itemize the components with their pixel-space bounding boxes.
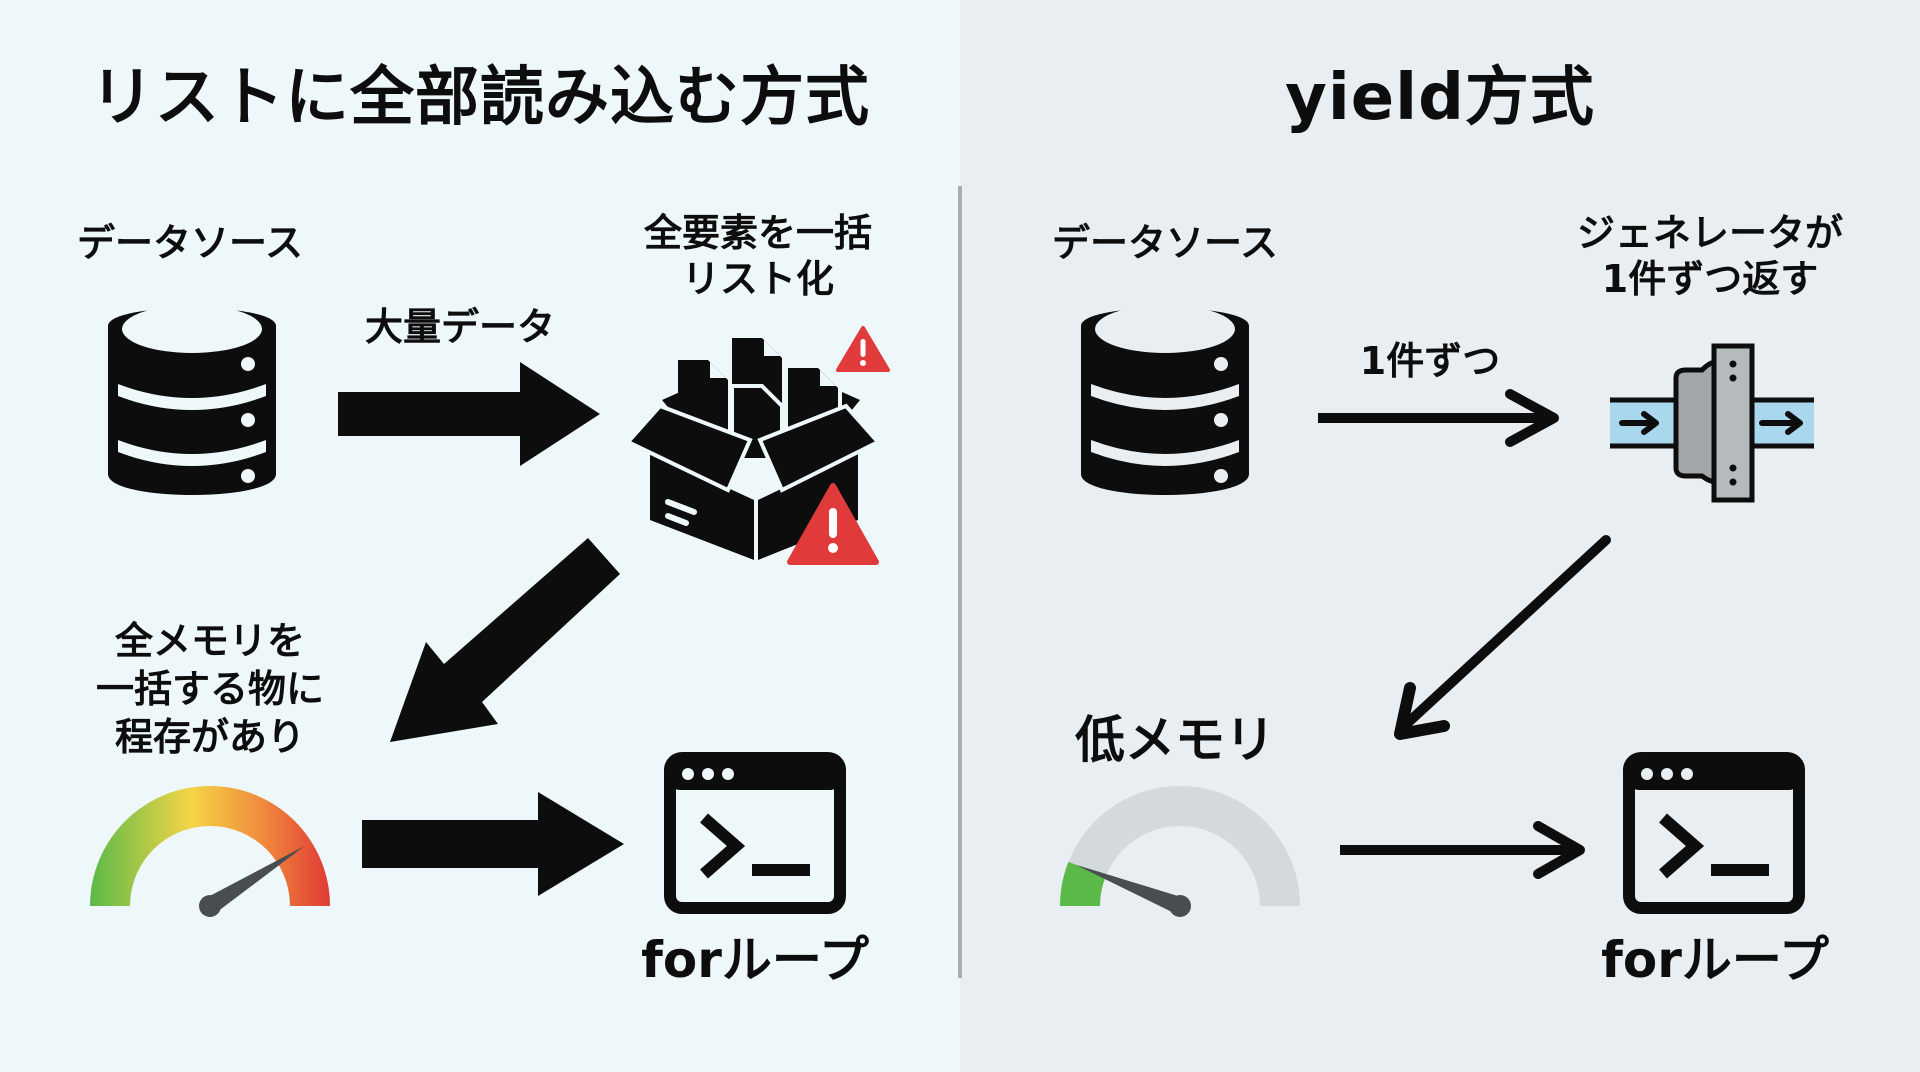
terminal-window-icon <box>664 752 846 914</box>
thin-arrow-right <box>1340 821 1585 879</box>
left-memory-label-line2: 一括する物に <box>95 667 324 711</box>
right-source-label: データソース <box>1051 221 1279 265</box>
terminal-window-icon <box>1623 752 1805 914</box>
right-panel <box>960 0 1920 1072</box>
database-icon <box>1081 305 1249 495</box>
gauge-arc <box>1060 786 1300 906</box>
thick-arrow-right <box>362 792 624 896</box>
warning-icon <box>787 483 879 565</box>
gauge-needle <box>1075 864 1191 917</box>
left-list-label-line1: 全要素を一括 <box>643 211 872 255</box>
right-title: yield方式 <box>1285 61 1595 135</box>
database-icon <box>108 305 276 495</box>
pipe-valve-icon <box>1610 343 1814 503</box>
left-arrow-label: 大量データ <box>364 305 555 349</box>
left-memory-label-line1: 全メモリを <box>114 619 305 663</box>
gauge-needle-hub <box>1169 895 1191 917</box>
left-loop-label: forループ <box>641 931 869 989</box>
panel-divider <box>958 186 962 978</box>
thin-arrow-down-left <box>1394 535 1611 740</box>
right-memory-label: 低メモリ <box>1075 711 1275 769</box>
thick-arrow-right <box>338 362 600 466</box>
left-memory-label-line3: 程存があり <box>114 715 305 759</box>
memory-gauge-icon <box>90 786 330 917</box>
open-box-documents-icon <box>624 338 882 560</box>
right-generator-label-line1: ジェネレータが <box>1576 211 1843 255</box>
left-title: リストに全部読み込む方式 <box>90 61 870 135</box>
thin-arrow-right <box>1318 389 1559 447</box>
gauge-needle-shape <box>205 845 305 914</box>
warning-icon <box>836 326 890 372</box>
left-list-label-line2: リスト化 <box>681 257 834 301</box>
memory-gauge-icon <box>1060 786 1300 917</box>
gauge-needle-shape <box>1075 864 1184 915</box>
thick-arrow-down-left <box>390 538 620 742</box>
right-arrow-label: 1件ずつ <box>1359 339 1501 383</box>
gauge-needle <box>199 845 305 917</box>
right-generator-label-line2: 1件ずつ返す <box>1601 257 1819 301</box>
left-source-label: データソース <box>76 221 304 265</box>
right-loop-label: forループ <box>1601 931 1829 989</box>
gauge-needle-hub <box>199 895 221 917</box>
gauge-arc <box>90 786 330 906</box>
